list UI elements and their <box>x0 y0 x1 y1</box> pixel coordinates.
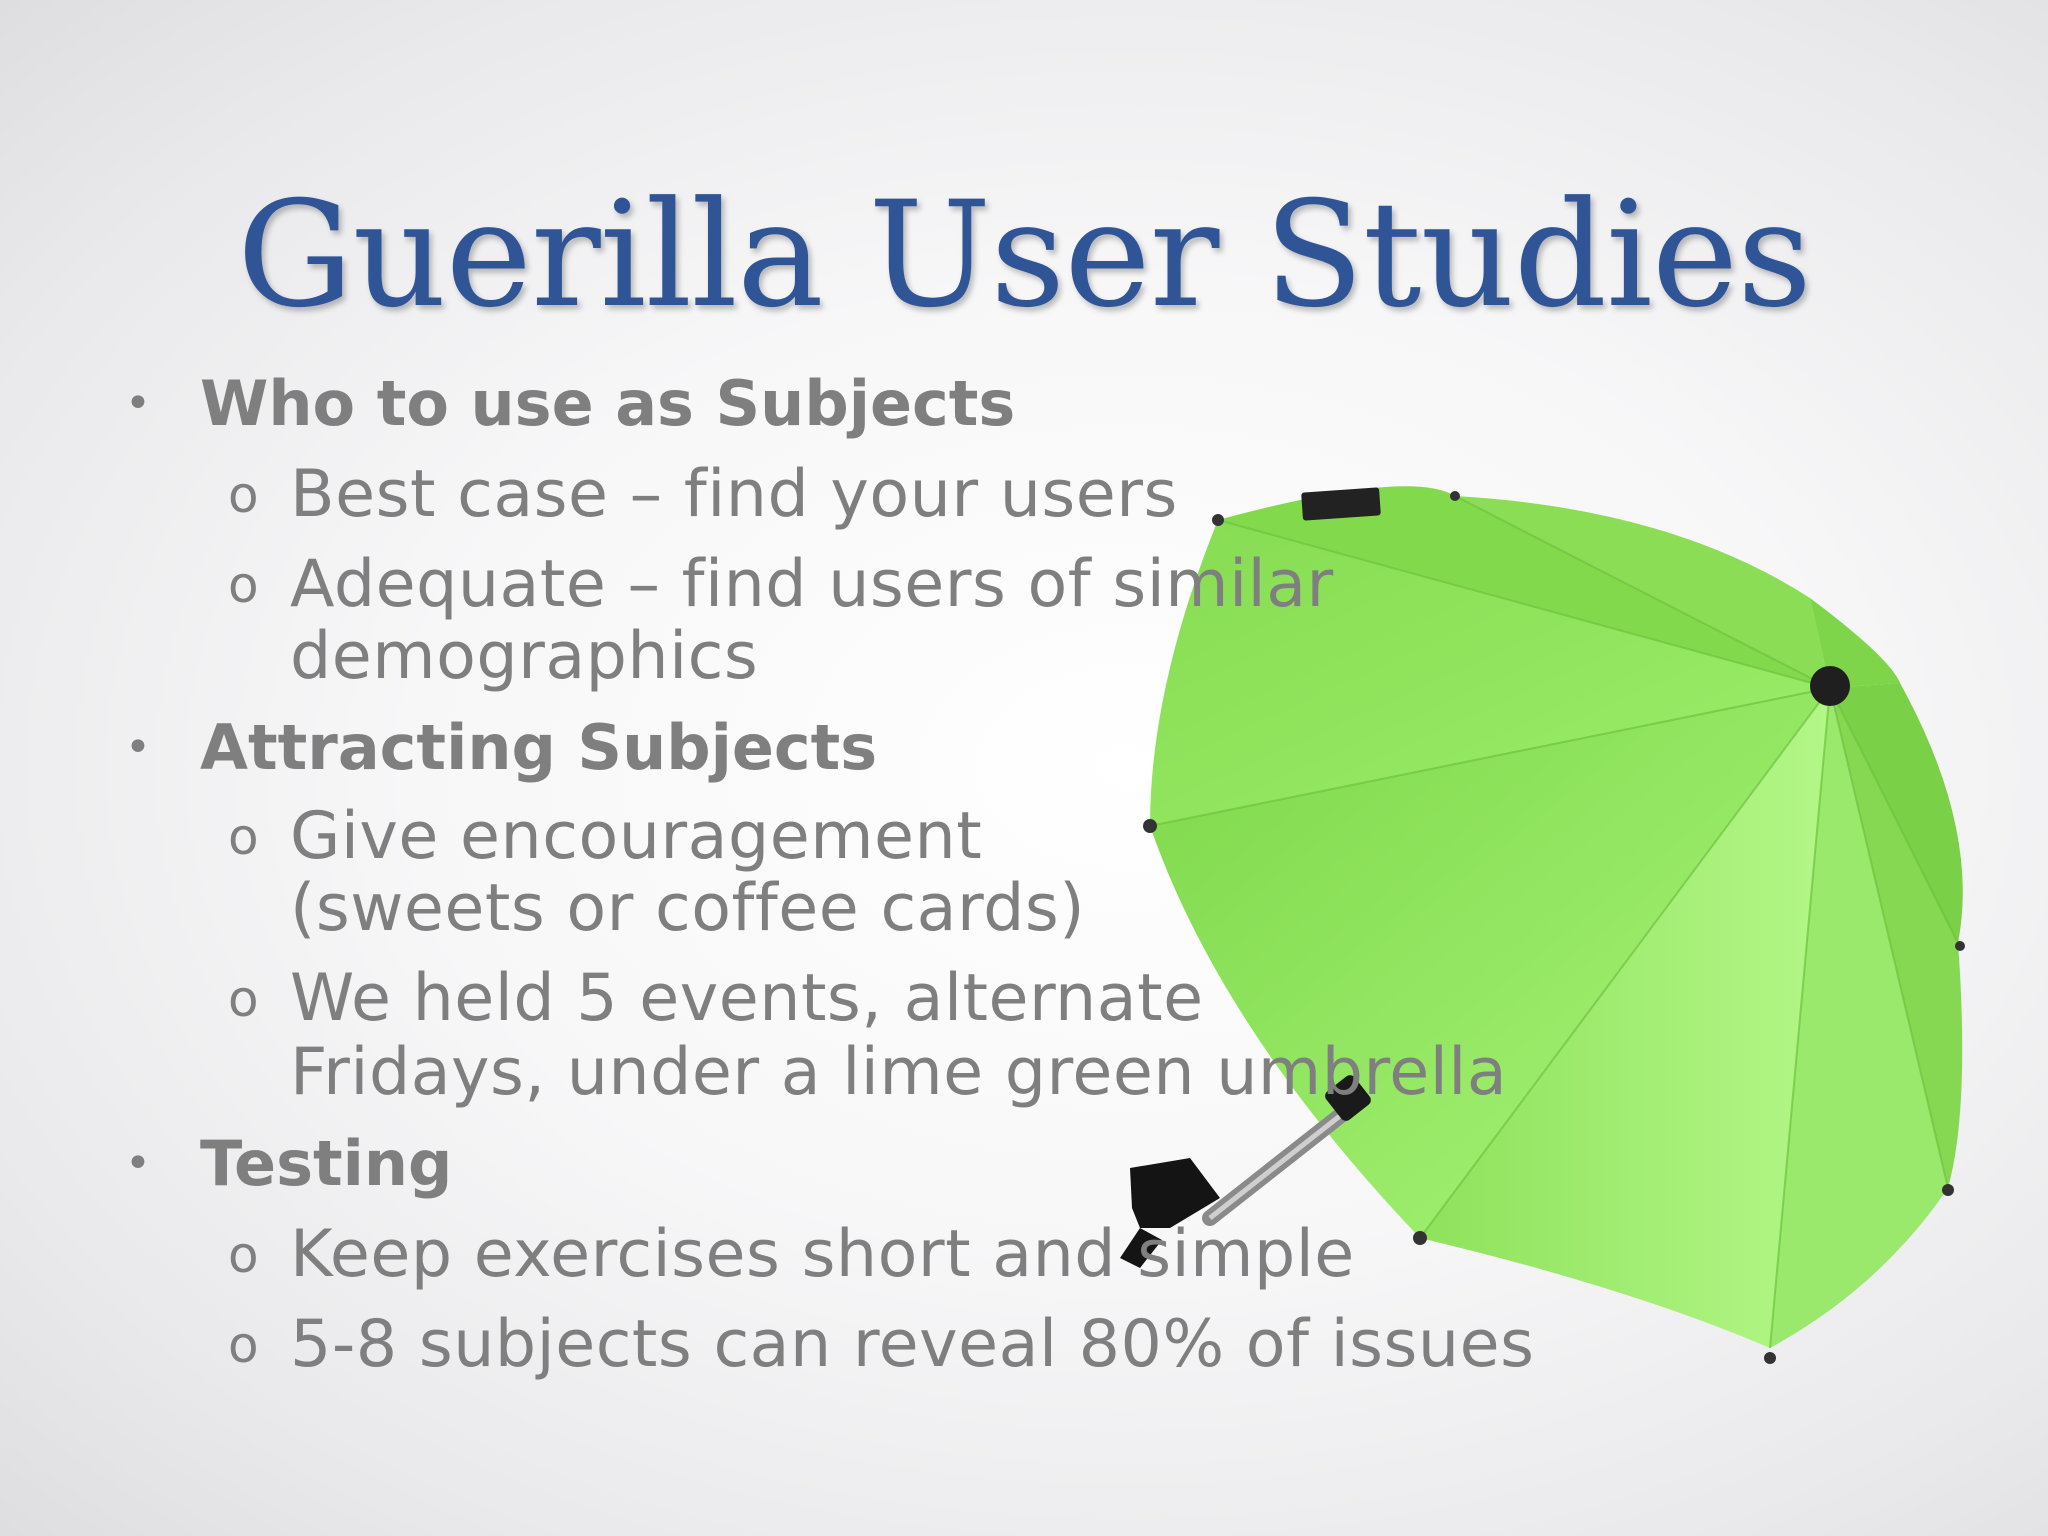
sub-bullet-text: Keep exercises short and simple <box>290 1217 1355 1292</box>
sub-bullet-marker: o <box>228 466 259 524</box>
sub-bullet-text: Best case – find your users <box>290 457 1178 532</box>
sub-bullet-text: Adequate – find users of similar <box>290 547 1334 622</box>
sub-bullet-marker: o <box>228 1316 259 1374</box>
bullet-marker: • <box>125 1138 151 1189</box>
bullet-marker: • <box>125 722 151 773</box>
bullet-heading-attracting: Attracting Subjects <box>200 711 878 784</box>
bullet-heading-testing: Testing <box>200 1127 453 1200</box>
sub-bullet-text-continued: (sweets or coffee cards) <box>290 871 1086 946</box>
sub-bullet-text-continued: Fridays, under a lime green umbrella <box>290 1035 1508 1110</box>
sub-bullet-marker: o <box>228 970 259 1028</box>
sub-bullet-text-continued: demographics <box>290 619 759 694</box>
bullet-marker: • <box>125 378 151 429</box>
sub-bullet-text: Give encouragement <box>290 799 983 874</box>
slide-title: Guerilla User Studies <box>236 170 1812 340</box>
sub-bullet-text: 5-8 subjects can reveal 80% of issues <box>290 1307 1535 1382</box>
sub-bullet-marker: o <box>228 1226 259 1284</box>
bullet-heading-subjects: Who to use as Subjects <box>200 367 1016 440</box>
umbrella-icon <box>1120 486 1965 1364</box>
sub-bullet-text: We held 5 events, alternate <box>290 961 1204 1036</box>
sub-bullet-marker: o <box>228 808 259 866</box>
sub-bullet-marker: o <box>228 556 259 614</box>
